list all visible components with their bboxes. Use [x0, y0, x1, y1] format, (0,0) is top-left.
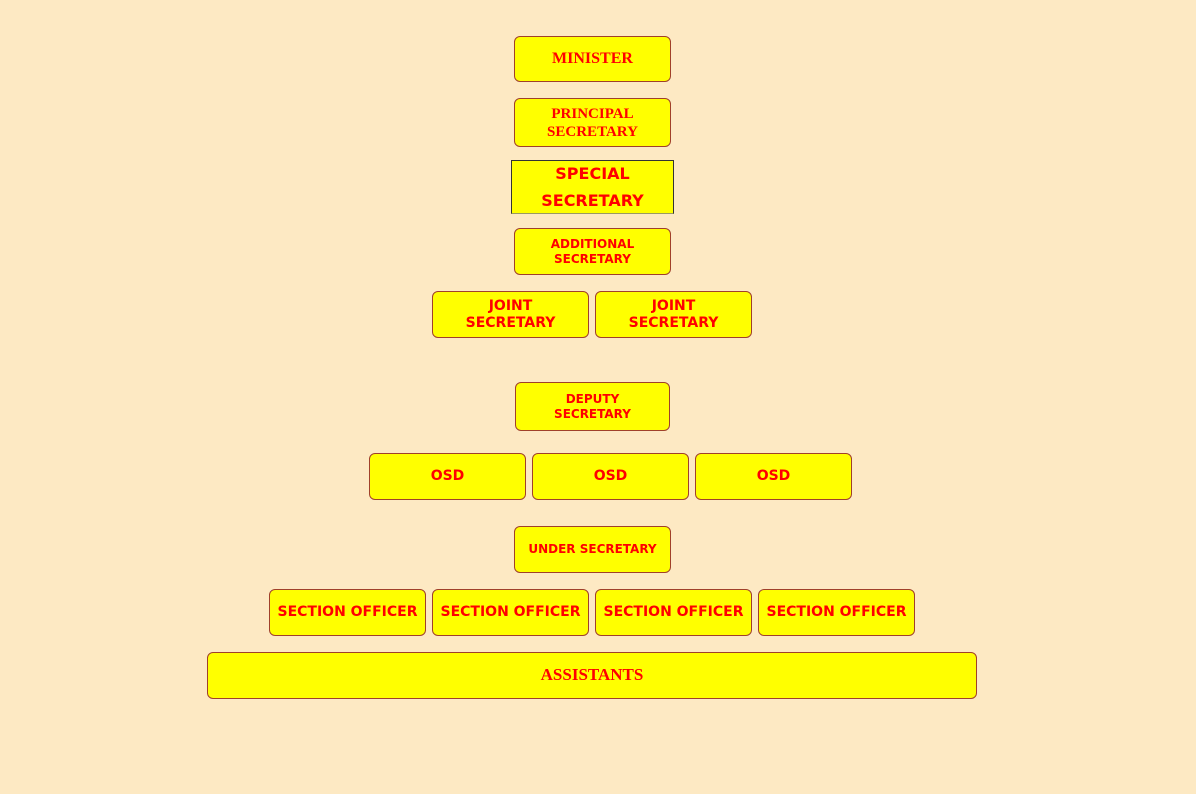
label-line: SPECIAL	[555, 163, 630, 183]
label-line: SECRETARY	[554, 251, 631, 266]
section-officer-box: SECTION OFFICER	[269, 589, 426, 636]
under-secretary-label: UNDER SECRETARY	[528, 542, 657, 557]
section-officer-box: SECTION OFFICER	[432, 589, 589, 636]
label-line: SECRETARY	[541, 191, 644, 210]
section-officer-label: SECTION OFFICER	[603, 604, 744, 621]
special-secretary-box: SPECIAL SECRETARY	[511, 160, 674, 214]
section-officer-box: SECTION OFFICER	[758, 589, 915, 636]
label-line: SECRETARY	[465, 314, 556, 331]
under-secretary-box: UNDER SECRETARY	[514, 526, 671, 573]
label-line: SECRETARY	[547, 123, 638, 140]
section-officer-box: SECTION OFFICER	[595, 589, 752, 636]
assistants-box: ASSISTANTS	[207, 652, 977, 699]
osd-box: OSD	[695, 453, 852, 500]
label-line: JOINT	[488, 297, 533, 314]
label-line: JOINT	[651, 297, 696, 314]
minister-box: MINISTER	[514, 36, 671, 82]
label-line: ADDITIONAL	[550, 237, 635, 252]
section-officer-label: SECTION OFFICER	[766, 604, 907, 621]
section-officer-label: SECTION OFFICER	[277, 604, 418, 621]
osd-label: OSD	[430, 468, 465, 485]
label-line: SECRETARY	[628, 314, 719, 331]
osd-label: OSD	[593, 468, 628, 485]
minister-label: MINISTER	[552, 50, 633, 68]
assistants-label: ASSISTANTS	[540, 665, 644, 685]
osd-label: OSD	[756, 468, 791, 485]
osd-box: OSD	[532, 453, 689, 500]
label-line: SECRETARY	[554, 406, 631, 421]
osd-box: OSD	[369, 453, 526, 500]
label-line: DEPUTY	[565, 392, 620, 407]
section-officer-label: SECTION OFFICER	[440, 604, 581, 621]
label-line: PRINCIPAL	[551, 105, 634, 122]
